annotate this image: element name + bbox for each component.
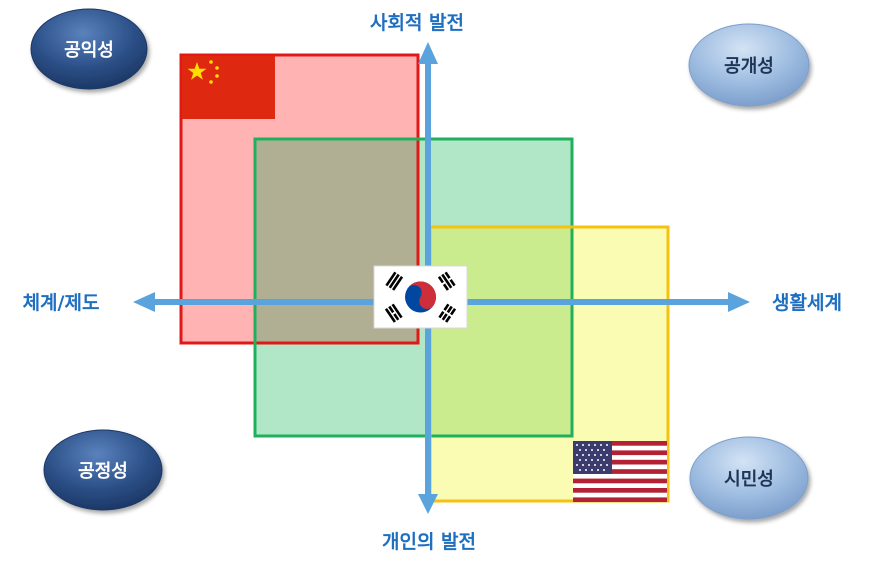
korea-flag	[373, 265, 468, 329]
oval-top-right	[688, 23, 810, 107]
oval-bottom-right-label: 시민성	[724, 469, 774, 490]
oval-top-right-label: 공개성	[724, 56, 774, 77]
overlap-green-yellow	[431, 228, 571, 435]
axis-label-left: 체계/제도	[23, 292, 100, 314]
usa-flag	[573, 441, 667, 502]
oval-bottom-right	[689, 436, 809, 520]
axis-label-bottom: 개인의 발전	[382, 531, 476, 553]
oval-bottom-left	[43, 429, 163, 511]
oval-top-left	[30, 8, 148, 90]
axis-label-right: 생활세계	[772, 292, 842, 314]
oval-bottom-left-label: 공정성	[78, 461, 128, 482]
axis-label-top: 사회적 발전	[370, 12, 464, 34]
china-flag	[182, 56, 275, 119]
oval-top-left-label: 공익성	[64, 40, 114, 61]
